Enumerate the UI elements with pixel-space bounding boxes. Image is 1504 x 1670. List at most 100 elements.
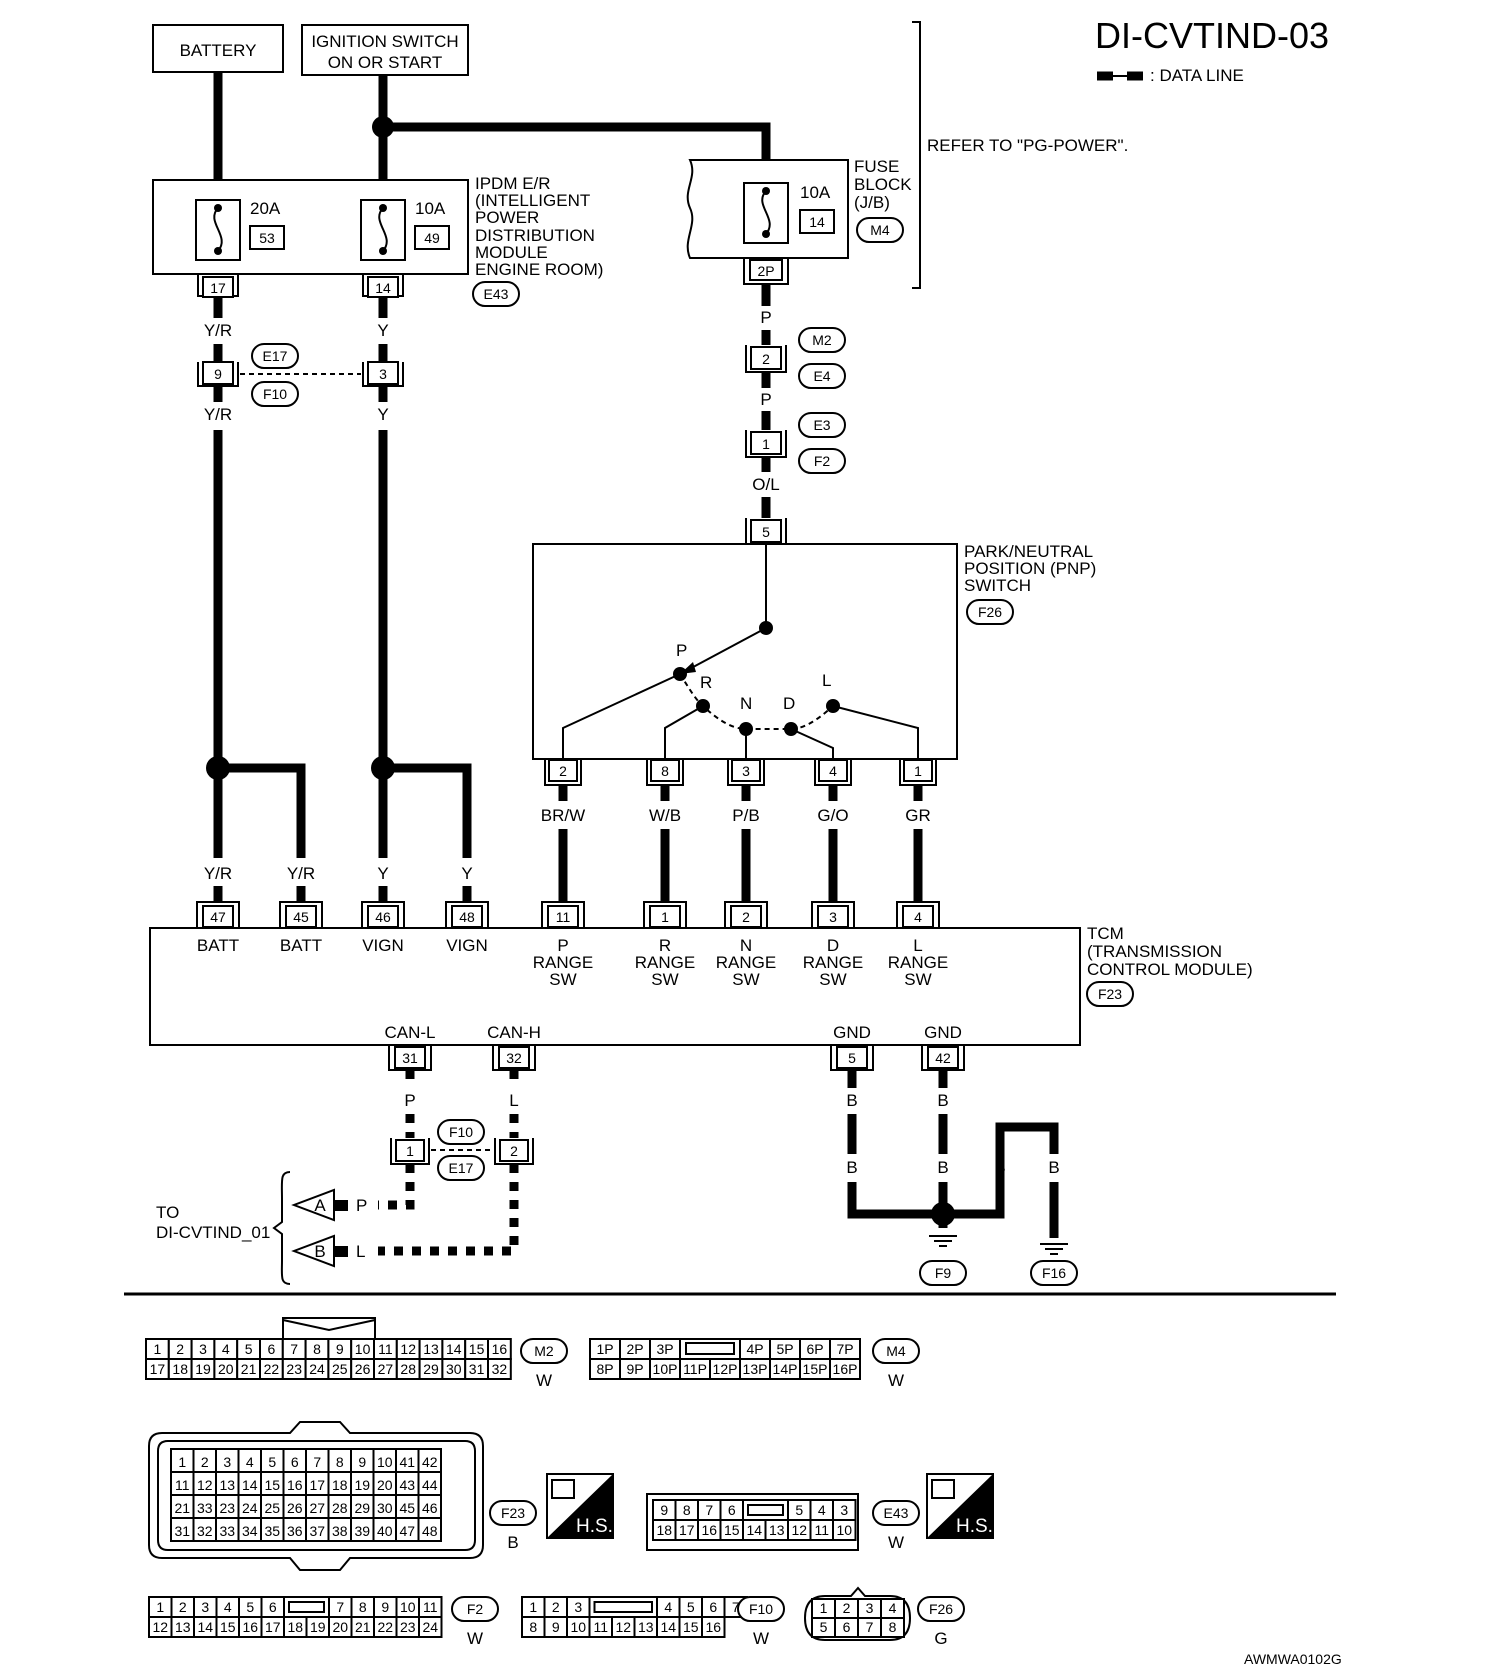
pin-number: 5 [795, 1502, 803, 1518]
fuse-block-amp: 10A [800, 183, 831, 202]
fuse-10a-ipdm-num: 49 [424, 230, 440, 246]
pin-number: 22 [377, 1619, 393, 1635]
tcm-pin-4: 4 [914, 909, 922, 925]
pin-number: 43 [399, 1477, 415, 1493]
tcm-pin-46: 46 [375, 909, 391, 925]
hs-badge-f23: H.S. [546, 1473, 614, 1539]
pin-number: 47 [399, 1523, 415, 1539]
pnp-pin-4: 4 [829, 763, 837, 779]
pin-number: 20 [332, 1619, 348, 1635]
tcm-line-1: TCM [1087, 924, 1124, 943]
tcm-range-n: N [740, 936, 752, 955]
connector-e17-can-badge [437, 1155, 485, 1181]
tcm-line-2: (TRANSMISSION [1087, 942, 1222, 961]
pin-number: 15P [803, 1361, 828, 1377]
link-b-arrow [291, 1234, 335, 1268]
pin-number: 8 [336, 1454, 344, 1470]
tcm-pin-5: 5 [848, 1050, 856, 1066]
svg-text:RANGE: RANGE [533, 953, 593, 972]
pin-number: 11P [683, 1361, 707, 1377]
pin-number: 9 [358, 1454, 366, 1470]
pin-cell [418, 1616, 443, 1638]
pin-number: 27 [309, 1500, 325, 1516]
refer-bracket [912, 21, 921, 289]
to-bracket [272, 1171, 291, 1285]
pin-number: 5 [268, 1454, 276, 1470]
connector-m4-badge [856, 217, 904, 243]
pin-number: 3 [201, 1599, 209, 1615]
pin-number: 18 [332, 1477, 348, 1493]
pin-number: 11 [814, 1522, 829, 1538]
pin-number: 6 [291, 1454, 299, 1470]
pin-number: 31 [469, 1361, 485, 1377]
svg-text:F26: F26 [978, 604, 1002, 620]
connector-m4-color: W [888, 1371, 904, 1390]
fuse-block-line-2: BLOCK [854, 175, 912, 194]
pin-number: 11 [378, 1341, 393, 1357]
pin-number: 45 [399, 1500, 415, 1516]
tcm-range-p: P [557, 936, 568, 955]
svg-text:E43: E43 [884, 1505, 909, 1521]
wire-color-link-l: L [356, 1242, 365, 1261]
pin-number: 4P [746, 1341, 763, 1357]
fuse-20a-amp: 20A [250, 199, 281, 218]
pin-number: 24 [422, 1619, 438, 1635]
pin-number: 33 [219, 1523, 235, 1539]
latch-slot [593, 1601, 653, 1613]
pin-number: 13 [423, 1341, 439, 1357]
pin-number: 17 [309, 1477, 325, 1493]
fuse-10a-ipdm-amp: 10A [415, 199, 446, 218]
pin-number: 31 [174, 1523, 190, 1539]
pin-number: 9 [381, 1599, 389, 1615]
latch-slot [747, 1504, 784, 1516]
pin-number: 4 [246, 1454, 254, 1470]
svg-text:2: 2 [510, 1143, 518, 1159]
tcm-bottom-pins: 31 32 5 42 [388, 1045, 965, 1071]
svg-text:RANGE: RANGE [716, 953, 776, 972]
pin-number: 15 [220, 1619, 236, 1635]
svg-text:F10: F10 [449, 1124, 473, 1140]
pin-2-m2 [750, 346, 782, 370]
pin-number: 36 [287, 1523, 303, 1539]
pin-number: 8 [313, 1341, 321, 1357]
svg-text:9: 9 [214, 366, 222, 382]
pin-number: 30 [377, 1500, 393, 1516]
connector-m2-badge [798, 327, 846, 353]
svg-text:RANGE: RANGE [803, 953, 863, 972]
pin-number: 7 [313, 1454, 321, 1470]
fuse-block-label: FUSE BLOCK (J/B) [854, 157, 912, 212]
svg-text:SW: SW [732, 970, 759, 989]
pin-number: 28 [332, 1500, 348, 1516]
pin-cell [701, 1616, 726, 1638]
wire-color-can-p: P [404, 1091, 415, 1110]
pin-number: 44 [422, 1477, 438, 1493]
svg-text:SW: SW [819, 970, 846, 989]
tcm-pin-31: 31 [402, 1050, 418, 1066]
tcm-pin-47: 47 [210, 909, 226, 925]
svg-text:F10: F10 [749, 1601, 773, 1617]
pin-number: 6 [843, 1619, 851, 1635]
wire-color-y-4: Y [461, 864, 472, 883]
pin-2p [749, 259, 783, 281]
wire-ignition-to-fuse-block [383, 122, 771, 165]
connector-f2-badge [798, 448, 846, 474]
svg-text:1: 1 [762, 436, 770, 452]
pin-number: 14 [446, 1341, 462, 1357]
svg-text:F10: F10 [263, 386, 287, 402]
svg-text:E3: E3 [813, 417, 830, 433]
pin-number: 13 [175, 1619, 191, 1635]
tcm-top-pins: 47 45 46 48 11 1 2 3 4 [196, 901, 940, 928]
pin-number: 14 [242, 1477, 258, 1493]
ground-f9-badge [919, 1260, 967, 1286]
connector-e43-badge [472, 281, 520, 307]
pin-number: 26 [287, 1500, 303, 1516]
wire-color-gnd-b-4: B [937, 1158, 948, 1177]
fuse-block-num: 14 [809, 214, 825, 230]
pnp-pos-p: P [676, 641, 687, 660]
pin-number: 2 [201, 1454, 209, 1470]
connector-f10-face-badge [737, 1596, 785, 1622]
svg-text:M4: M4 [886, 1343, 906, 1359]
connector-m4-face-badge [872, 1338, 920, 1364]
to-label-2: DI-CVTIND_01 [156, 1223, 270, 1242]
svg-text:SW: SW [904, 970, 931, 989]
